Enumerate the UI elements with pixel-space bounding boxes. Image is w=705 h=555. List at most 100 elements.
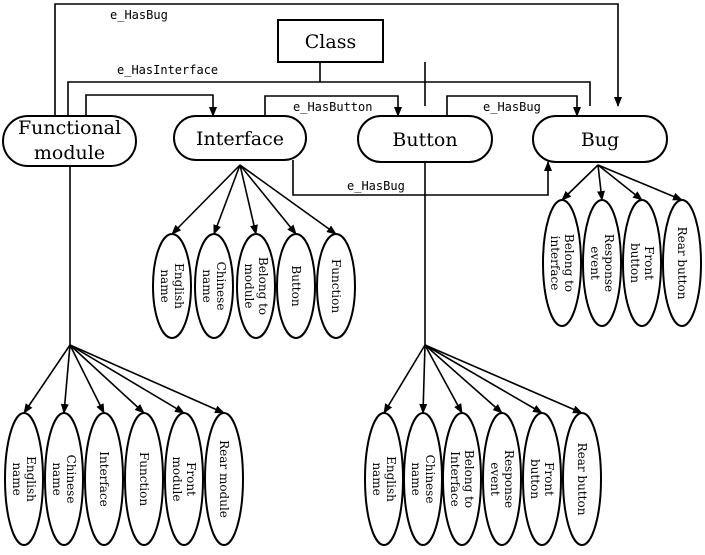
attribute-label: Function: [329, 259, 343, 313]
node-button: Button: [357, 115, 493, 163]
attribute-label: Response: [602, 234, 616, 292]
edge-class-to-functional: [67, 81, 591, 115]
arrow-interface-4: [239, 164, 337, 235]
edge-functional-to-interface: [85, 94, 217, 118]
node-functional-module-line-1: Functional: [18, 117, 121, 139]
attribute-label: Rear module: [217, 440, 231, 518]
arrow-functional-module-2: [69, 344, 105, 414]
arrow-button-1: [419, 344, 428, 414]
edge-labels: e_HasBug e_HasInterface e_HasButton e_Ha…: [110, 8, 541, 193]
attribute-label: name: [10, 462, 24, 495]
edge-functional-to-bug: [54, 3, 622, 118]
node-bug: Bug: [532, 115, 668, 163]
attribute-label: English: [384, 456, 398, 502]
arrow-bug-1: [597, 164, 605, 201]
arrow-bug-0: [561, 164, 599, 201]
attribute-label: Belong to: [462, 450, 476, 508]
node-functional-module: Functional module: [2, 115, 137, 167]
attribute-label: Belong to: [562, 234, 576, 292]
attribute-label: Function: [137, 452, 151, 506]
arrow-button-2: [424, 344, 463, 414]
attribute-label: Chinese: [214, 262, 228, 311]
arrow-functional-module-0: [23, 344, 71, 414]
arrow-interface-1: [213, 164, 241, 235]
attribute-label: event: [488, 462, 502, 496]
arrow-functional-module-4: [69, 344, 185, 414]
arrow-functional-module-5: [69, 344, 225, 414]
arrow-functional-module-1: [60, 344, 71, 414]
attribute-interface-4: Function: [316, 233, 356, 339]
attribute-label: English: [24, 456, 38, 502]
attribute-label: Front: [184, 462, 198, 496]
attribute-arrows: [23, 164, 683, 414]
edge-interface-to-bug: [292, 160, 552, 196]
attribute-functional-module-2: Interface: [84, 412, 124, 546]
attribute-label: name: [200, 269, 214, 302]
attribute-label: name: [50, 462, 64, 495]
attribute-label: Button: [289, 265, 303, 306]
node-interface: Interface: [173, 115, 307, 161]
arrow-interface-3: [239, 164, 297, 235]
attribute-label: module: [170, 457, 184, 502]
edge-label-has-button: e_HasButton: [293, 100, 372, 114]
attribute-label: Interface: [448, 451, 462, 507]
attribute-functional-module-3: Function: [124, 412, 164, 546]
attribute-label: button: [628, 243, 642, 283]
edge-button-to-bug: [446, 95, 581, 117]
arrow-button-5: [424, 344, 583, 414]
attribute-label: Belong to: [256, 257, 270, 315]
edge-interface-to-button: [264, 95, 402, 117]
node-interface-label: Interface: [196, 128, 284, 150]
attribute-label: module: [242, 264, 256, 309]
arrow-button-3: [424, 344, 503, 414]
node-class: Class: [277, 19, 384, 63]
attribute-label: name: [370, 462, 384, 495]
attribute-label: Front: [642, 246, 656, 280]
attribute-interface-3: Button: [276, 233, 316, 339]
attribute-label: Interface: [97, 451, 111, 507]
attribute-label: Chinese: [64, 455, 78, 504]
attribute-label: interface: [548, 236, 562, 291]
attribute-label: English: [172, 263, 186, 309]
relationship-edges: [54, 3, 622, 345]
edge-label-has-bug-button: e_HasBug: [483, 100, 541, 114]
attribute-functional-module-5: Rear module: [204, 412, 244, 546]
arrow-bug-3: [597, 164, 683, 201]
arrow-button-4: [424, 344, 543, 414]
node-bug-label: Bug: [581, 129, 619, 151]
arrow-button-0: [383, 344, 426, 414]
node-class-label: Class: [305, 31, 356, 53]
attribute-label: Rear button: [575, 443, 589, 516]
arrow-interface-2: [239, 164, 258, 235]
node-functional-module-line-2: module: [34, 142, 105, 164]
attribute-label: button: [528, 459, 542, 499]
attribute-label: name: [409, 462, 423, 495]
attribute-label: Front: [542, 462, 556, 496]
attribute-bug-3: Rear button: [662, 199, 702, 327]
attribute-label: Chinese: [423, 455, 437, 504]
edge-label-has-interface: e_HasInterface: [117, 63, 218, 77]
attribute-label: name: [158, 269, 172, 302]
node-button-label: Button: [392, 129, 457, 151]
arrow-functional-module-3: [69, 344, 145, 414]
attribute-label: Response: [502, 450, 516, 508]
attribute-label: event: [588, 246, 602, 280]
attribute-button-5: Rear button: [562, 412, 602, 546]
edge-label-has-bug-top: e_HasBug: [110, 8, 168, 22]
edge-label-has-bug-interface: e_HasBug: [347, 179, 405, 193]
arrow-interface-0: [171, 164, 241, 235]
